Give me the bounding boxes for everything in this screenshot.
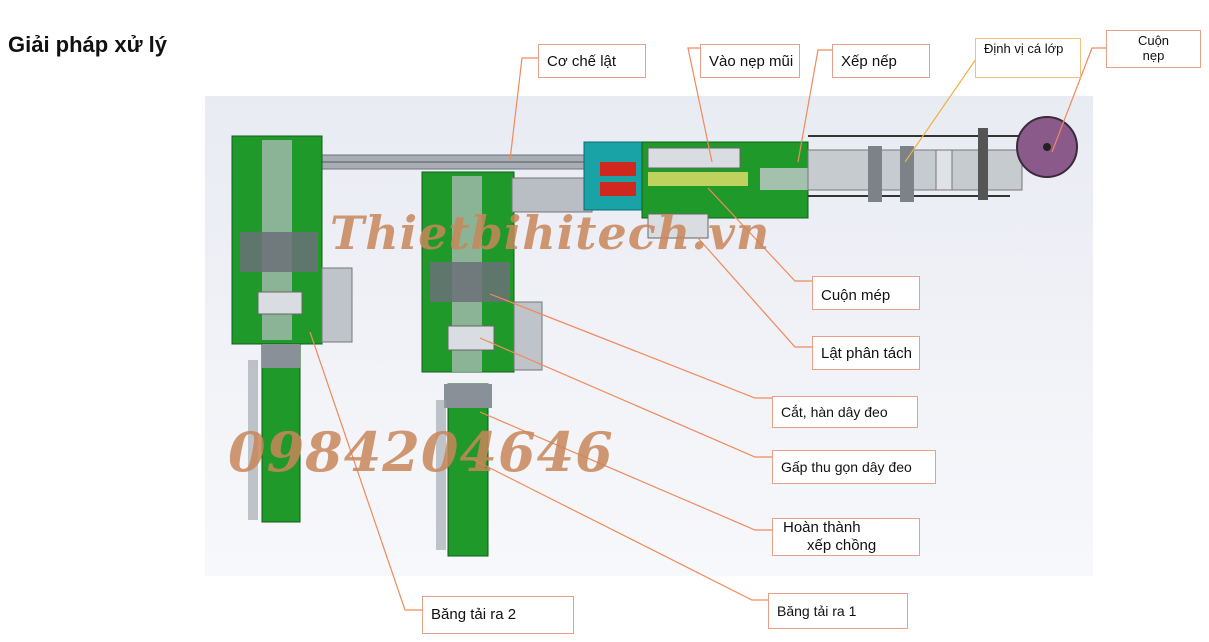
transfer-rail: [511, 177, 593, 213]
label-stacking-line2: xếp chồng: [807, 537, 877, 554]
leader-lines: [309, 47, 1106, 611]
label-cut-weld-strap: Cắt, hàn dây đeo: [772, 396, 918, 428]
fold-unit-middle: [447, 325, 495, 351]
strap-unit-middle: [430, 262, 510, 302]
label-pleating: Xếp nếp: [832, 44, 930, 78]
label-roll-line2: nẹp: [1142, 48, 1165, 63]
watermark-site: Thietbihitech.vn: [330, 206, 771, 260]
pleating-section: [807, 149, 1023, 191]
side-panel-left: [321, 267, 353, 343]
watermark-phone: 0984204646: [228, 420, 614, 484]
strap-unit-left: [240, 232, 318, 272]
label-fold-strap: Gấp thu gọn dây đeo: [772, 450, 936, 484]
label-flip-separate: Lật phân tách: [812, 336, 920, 370]
control-box: [647, 213, 709, 239]
label-stacking: Hoàn thành xếp chồng: [772, 518, 920, 556]
label-conveyor-out-1: Băng tải ra 1: [768, 593, 908, 629]
label-nose-wire: Vào nẹp mũi: [700, 44, 800, 78]
label-stacking-line1: Hoàn thành: [783, 519, 861, 536]
label-roll: Cuộn nẹp: [1106, 30, 1201, 68]
label-flip-mechanism: Cơ chế lật: [538, 44, 646, 78]
leader-line-layer: [904, 45, 986, 163]
conveyor-left: [261, 343, 301, 523]
label-conveyor-out-2: Băng tải ra 2: [422, 596, 574, 634]
label-layer-positioning: Định vị cá lớp: [975, 38, 1081, 78]
page-title: Giải pháp xử lý: [8, 32, 167, 57]
fold-unit-left: [257, 291, 303, 315]
label-roll-line1: Cuộn: [1137, 33, 1170, 48]
label-edge-roll: Cuộn mép: [812, 276, 920, 310]
